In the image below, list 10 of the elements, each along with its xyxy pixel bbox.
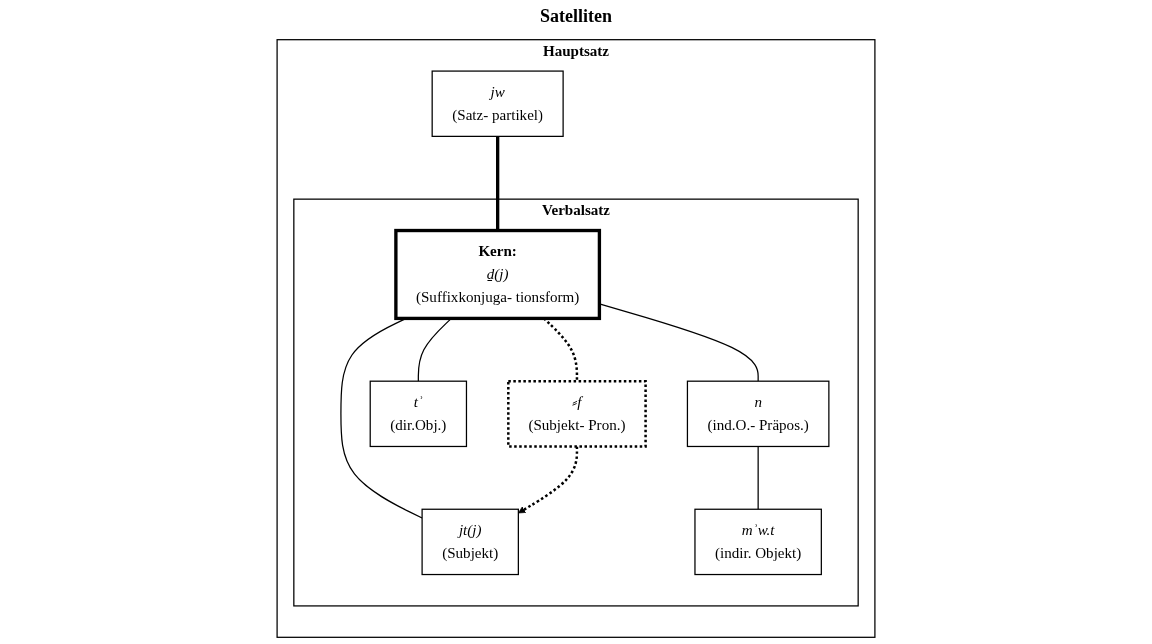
node-box: ⸗f (Subjekt- Pron.) xyxy=(507,379,647,448)
annotation-text: Satelliten xyxy=(540,6,612,26)
connector xyxy=(495,136,500,231)
node-box: tʾ (dir.Obj.) xyxy=(369,380,468,448)
node-box: mʾw.t (indir. Objekt) xyxy=(694,508,822,576)
node-box: Kern: ḏ(j) (Suffixkonjuga- tionsform) xyxy=(394,228,602,321)
node-box: jt(j) (Subjekt) xyxy=(421,508,519,576)
connector xyxy=(757,445,759,510)
node-box: jw (Satz- partikel) xyxy=(431,70,564,137)
node-box: n (ind.O.- Präpos.) xyxy=(686,380,830,448)
